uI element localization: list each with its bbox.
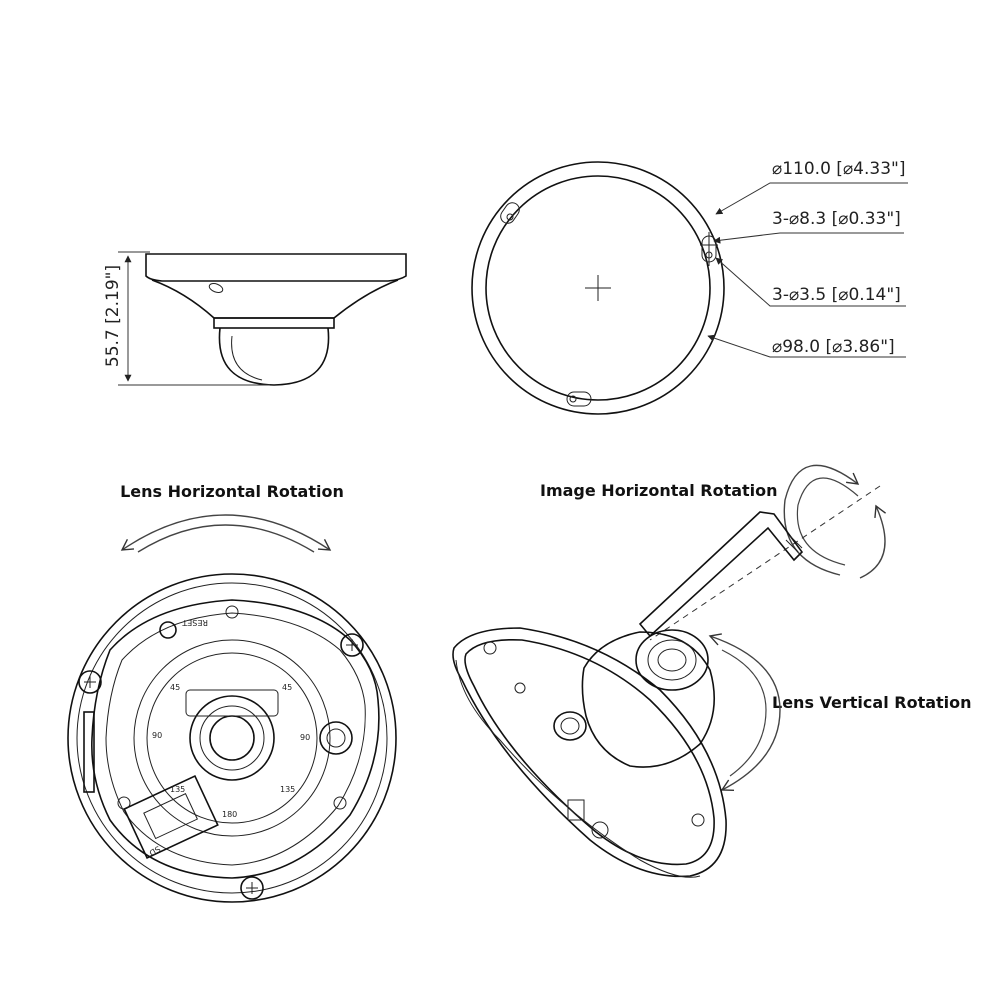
scale-45-left: 45 (170, 683, 180, 692)
lens-iso (635, 629, 709, 691)
screw-left (78, 670, 102, 694)
mount-slot-2 (700, 232, 718, 266)
reset-button (159, 621, 177, 639)
height-dim-label: 55.7 [2.19"] (103, 265, 123, 367)
isometric-view: Image Horizontal Rotation Lens Vertical … (452, 464, 972, 878)
scale-90-right: 90 (300, 733, 310, 742)
sd-label: SD (148, 844, 162, 857)
scale-180: 180 (222, 810, 237, 819)
screw-bottom (240, 876, 264, 900)
reset-label: RESET (182, 618, 208, 627)
height-dimension: 55.7 [2.19"] (103, 251, 270, 386)
small-holes-label: 3-⌀3.5 [⌀0.14"] (772, 285, 901, 305)
image-rotation-arrow (783, 464, 860, 576)
cable-channel (83, 711, 95, 793)
image-horizontal-rotation-caption: Image Horizontal Rotation (540, 481, 778, 500)
lens (209, 715, 255, 761)
outer-diameter-label: ⌀110.0 [⌀4.33"] (772, 159, 905, 179)
side-view: 55.7 [2.19"] (103, 251, 407, 386)
lens-vertical-arrow (708, 633, 781, 792)
screw-iso-4 (691, 813, 705, 827)
scale-135-left: 135 (170, 785, 185, 794)
adjust-knob (319, 721, 353, 755)
ball-housing (581, 629, 716, 768)
hex-key-tool (638, 511, 804, 638)
sd-slot-iso (567, 799, 585, 821)
camera-side-profile (145, 253, 407, 386)
camera-base-outer (67, 573, 397, 903)
screw-iso-2 (514, 682, 526, 694)
horizontal-rotation-arrow (120, 514, 332, 551)
slot-holes-label: 3-⌀8.3 [⌀0.33"] (772, 209, 901, 229)
lens-horizontal-view: Lens Horizontal Rotation (67, 482, 397, 903)
scale-45-right: 45 (282, 683, 292, 692)
scale-90-left: 90 (152, 731, 162, 740)
top-view: ⌀110.0 [⌀4.33"] 3-⌀8.3 [⌀0.33"] 3-⌀3.5 [… (471, 159, 908, 415)
lens-vertical-rotation-caption: Lens Vertical Rotation (772, 693, 972, 712)
rotation-axis (649, 485, 881, 641)
mount-slot-1 (500, 202, 520, 224)
mount-slot-3 (566, 391, 592, 407)
lens-ring (189, 695, 275, 781)
lens-horizontal-rotation-caption: Lens Horizontal Rotation (120, 482, 344, 501)
screw-top-right (340, 633, 364, 657)
screw-iso-1 (483, 641, 497, 655)
outer-circle (471, 161, 725, 415)
screw-iso-3 (591, 821, 609, 839)
mount-circle (485, 175, 711, 401)
adjust-knob-iso (553, 711, 587, 741)
mount-circle-label: ⌀98.0 [⌀3.86"] (772, 337, 895, 357)
sd-card-slot: SD (123, 774, 219, 860)
scale-135-right: 135 (280, 785, 295, 794)
camera-base-iso (452, 627, 727, 878)
